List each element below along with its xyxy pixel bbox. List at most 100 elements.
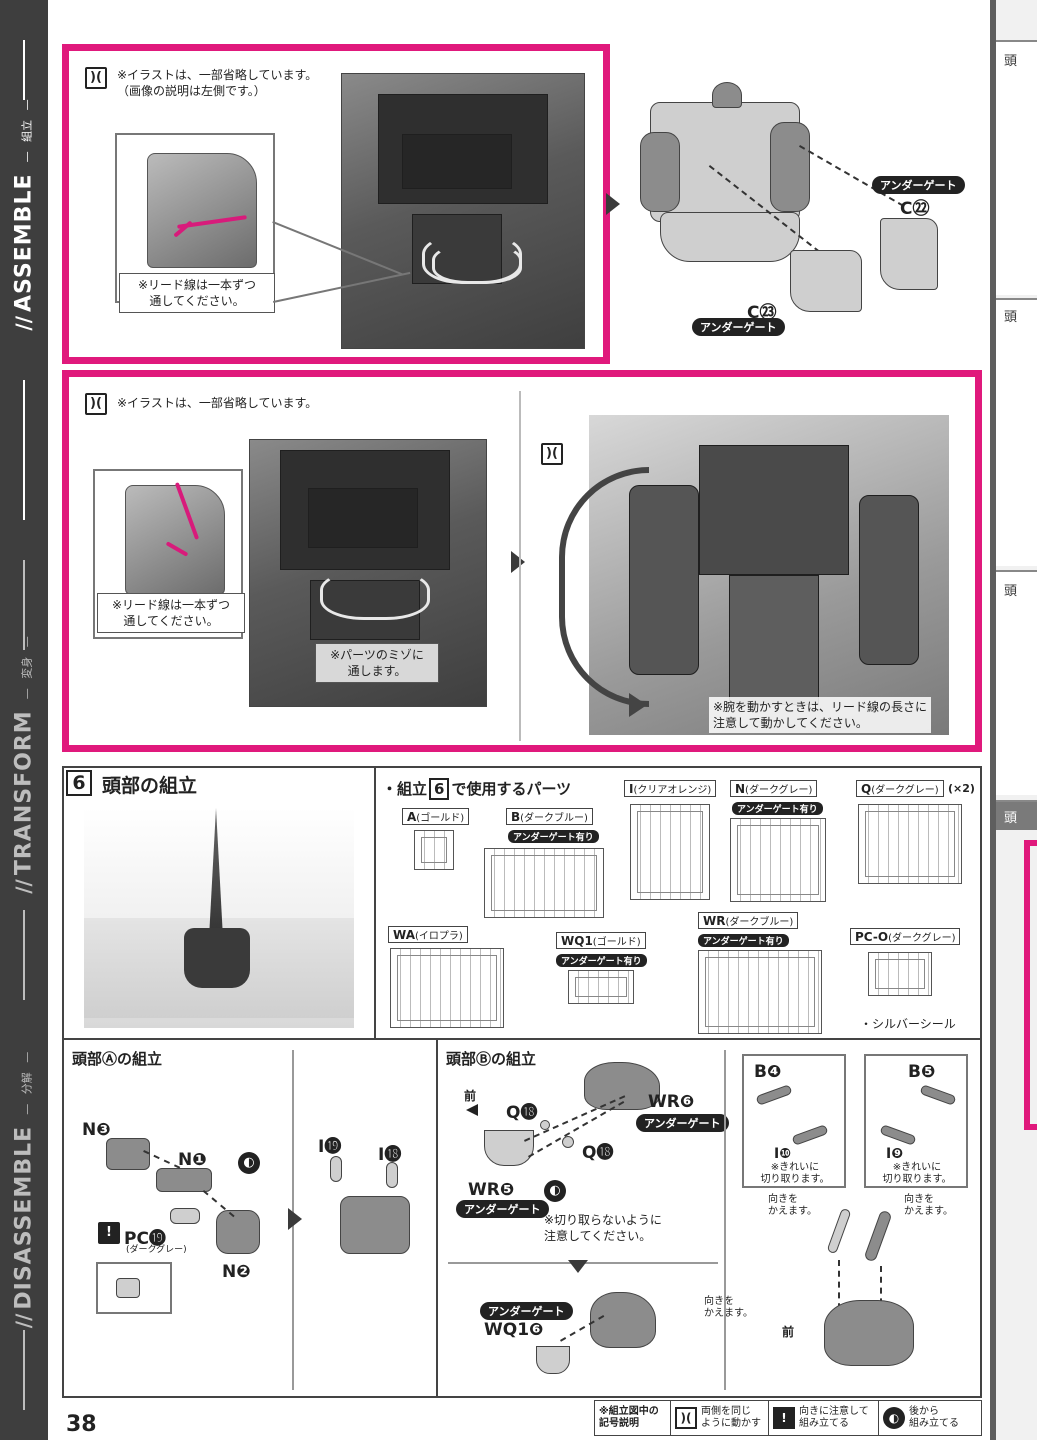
part-i10	[791, 1124, 829, 1146]
step-arrow-icon	[606, 193, 620, 215]
runner-label-a: A(ゴールド)	[402, 808, 470, 825]
robot-arm-photo	[589, 415, 949, 735]
sliver-panel: 頭	[996, 570, 1037, 795]
part-c23	[790, 250, 862, 312]
part-pc19	[170, 1208, 200, 1224]
part-label-b5: B❺	[908, 1062, 936, 1082]
head-overview-photo	[84, 808, 354, 1028]
runner-pco	[868, 952, 932, 996]
b5-cut-box: B❺ I❾ ※きれいに 切り取ります。	[864, 1054, 968, 1188]
part-b4	[755, 1084, 793, 1106]
runner-label-wr: WR(ダークブルー)	[698, 912, 799, 929]
runner-wq1	[568, 970, 634, 1004]
part-q18-a	[540, 1120, 550, 1130]
sideband-assemble: //ASSEMBLE — 組立 —	[11, 99, 37, 331]
part-label-i19: I⓳	[318, 1137, 342, 1157]
section-title: 頭部の組立	[102, 775, 198, 797]
part-label-pc19: PC⓳	[124, 1229, 166, 1249]
part-label-q18-b: Q⓲	[582, 1143, 614, 1163]
symbol-legend: ※組立図中の 記号説明 )( 両側を同じ ように動かす ! 向きに注意して 組み…	[594, 1400, 982, 1436]
part-label-n1: N❶	[178, 1150, 207, 1170]
runner-wa	[390, 948, 504, 1028]
runner-i	[630, 804, 710, 900]
part-q18-b	[562, 1136, 574, 1148]
q-count: (×2)	[948, 782, 975, 795]
runner-label-wa: WA(イロプラ)	[388, 926, 468, 943]
reverse-icon: ◐	[883, 1407, 905, 1429]
step-arrow-icon	[288, 1208, 302, 1230]
reverse-assemble-icon: ◐	[238, 1152, 260, 1174]
transform-label: TRANSFORM	[11, 710, 37, 876]
turn-note: 向きを かえます。	[768, 1194, 817, 1217]
part-label-wq16: WQ1❻	[484, 1320, 544, 1340]
part-b5	[919, 1084, 957, 1106]
runner-label-q: Q(ダークグレー)	[856, 780, 944, 797]
under-gate-label: アンダーゲート	[480, 1302, 573, 1320]
disassemble-jp-label: 分解	[20, 1072, 34, 1095]
runner-a	[414, 830, 454, 870]
legend-item: ◐ 後から 組み立てる	[879, 1401, 981, 1435]
part-c22	[880, 218, 938, 290]
sliver-panel: 頭	[996, 40, 1037, 295]
assemble-label: ASSEMBLE	[11, 173, 37, 312]
under-gate-tag: アンダーゲート有り	[508, 830, 599, 843]
exclamation-icon: !	[773, 1407, 795, 1429]
head-b-shell	[590, 1292, 656, 1348]
under-gate-label: アンダーゲート	[872, 176, 965, 194]
part-label-i10: I❿	[774, 1146, 792, 1162]
step-arrow-icon	[511, 551, 525, 573]
part-label-i18: I⓲	[378, 1145, 402, 1165]
under-gate-tag: アンダーゲート有り	[698, 934, 789, 947]
under-gate-tag: アンダーゲート有り	[732, 802, 823, 815]
sliver-pink-panel	[1024, 840, 1037, 1130]
turn-note: 向きを かえます。	[704, 1296, 753, 1319]
under-gate-label: アンダーゲート	[456, 1200, 549, 1218]
parallel-symbol-icon: )(	[85, 393, 107, 415]
sideband-disassemble: //DISASSEMBLE — 分解 —	[11, 1051, 37, 1329]
sideband-transform: //TRANSFORM — 変身 —	[11, 636, 37, 894]
runner-label-i: I(クリアオレンジ)	[624, 780, 717, 797]
part-label-wr6: WR❻	[648, 1092, 695, 1112]
under-gate-label: アンダーゲート	[636, 1114, 729, 1132]
next-page-sliver: 頭 頭 頭 頭	[990, 0, 1037, 1440]
clean-cut-note: ※きれいに 切り取ります。	[882, 1162, 952, 1185]
caution-icon: !	[98, 1222, 120, 1244]
part-wr5	[484, 1130, 534, 1166]
head-a-assembled	[340, 1196, 410, 1254]
side-navigation-band: //ASSEMBLE — 組立 — //TRANSFORM — 変身 — //D…	[0, 0, 48, 1440]
part-label-b4: B❹	[754, 1062, 782, 1082]
part-b4-oriented	[826, 1207, 852, 1255]
front-arrow-icon	[466, 1104, 478, 1116]
wire-routing-photo-1	[341, 73, 585, 349]
part-label-n2: N❷	[222, 1262, 251, 1282]
under-gate-label: アンダーゲート	[692, 318, 785, 336]
parallel-symbol-icon: )(	[85, 67, 107, 89]
assemble-jp-label: 組立	[20, 119, 34, 142]
part-i9	[879, 1124, 917, 1146]
section-number: 6	[66, 770, 92, 796]
part-label-wr5: WR❺	[468, 1180, 515, 1200]
wire-routing-panel-2: )( ※イラストは、一部省略しています。 ※リード線は一本ずつ 通してください。…	[62, 370, 982, 752]
head-sub-assembly-area: 頭部Ⓐの組立 N❸ N❶ N❷ ◐ ! PC⓳ (ダークグレー) I⓳ I⓲ 頭…	[62, 1040, 982, 1398]
illustration-note: ※イラストは、一部省略しています。	[117, 396, 318, 410]
groove-note: ※パーツのミゾに 通します。	[315, 643, 439, 683]
part-label-q18-a: Q⓲	[506, 1103, 538, 1123]
band-divider	[23, 1330, 25, 1410]
step-arrow-down-icon	[568, 1260, 588, 1273]
silver-sticker: ・シルバーシール	[860, 1017, 956, 1031]
no-cut-note: ※切り取らないように 注意してください。	[544, 1213, 662, 1243]
head-b-title: 頭部Ⓑの組立	[446, 1050, 537, 1068]
band-divider	[23, 380, 25, 520]
sliver-panel: 頭	[996, 800, 1037, 830]
head-antenna	[209, 808, 223, 938]
part-n2	[216, 1210, 260, 1254]
legend-item: ! 向きに注意して 組み立てる	[769, 1401, 879, 1435]
part-wq16	[536, 1346, 570, 1374]
runner-n	[730, 818, 826, 902]
sliver-panel: 頭	[996, 298, 1037, 566]
part-label-n3: N❸	[82, 1120, 111, 1140]
clean-cut-note: ※きれいに 切り取ります。	[760, 1162, 830, 1185]
parallel-icon: )(	[675, 1407, 697, 1429]
